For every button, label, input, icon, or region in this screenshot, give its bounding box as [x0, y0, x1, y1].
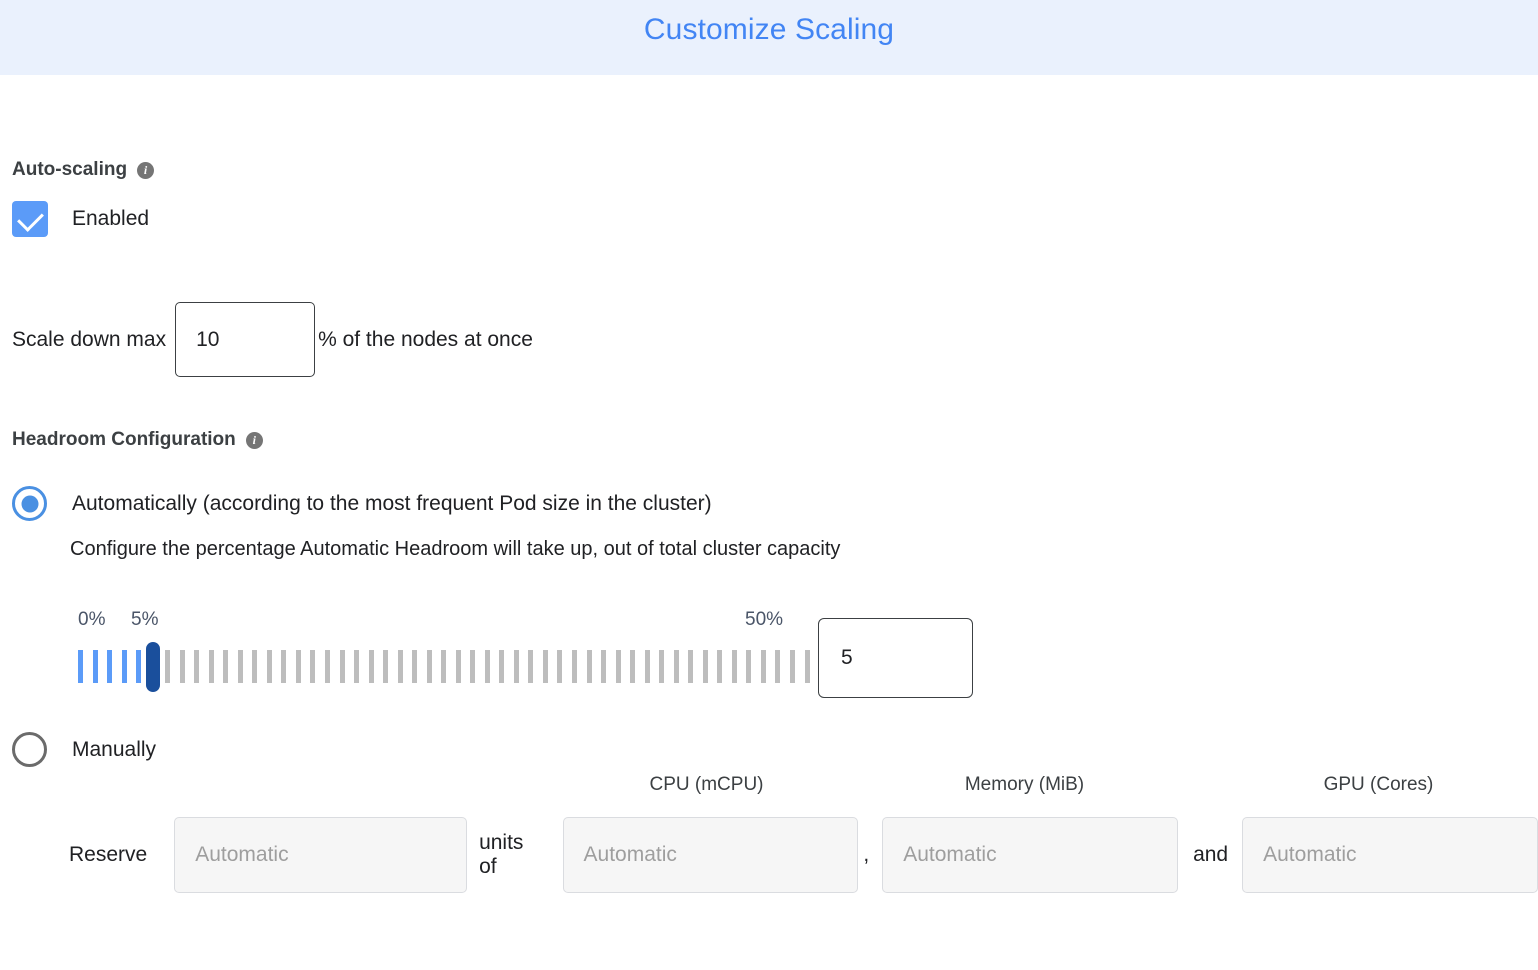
- radio-manually-label: Manually: [72, 737, 157, 761]
- radio-automatically[interactable]: [12, 486, 47, 521]
- checkbox-enabled[interactable]: [12, 201, 48, 237]
- slider-handle[interactable]: [146, 642, 161, 692]
- slider-tick: [383, 650, 389, 683]
- slider-tick: [179, 650, 185, 683]
- units-of-label: units of: [479, 831, 524, 878]
- scale-down-max-input[interactable]: 10: [175, 302, 316, 377]
- slider-tick: [252, 650, 258, 683]
- slider-tick: [92, 650, 98, 683]
- slider-tick: [572, 650, 578, 683]
- slider-tick: [746, 650, 752, 683]
- headroom-slider[interactable]: [78, 642, 810, 692]
- slider-tick: [615, 650, 621, 683]
- auto-scaling-label-text: Auto-scaling: [12, 159, 128, 180]
- and-label: and: [1193, 843, 1229, 866]
- slider-tick: [630, 650, 636, 683]
- slider-tick: [266, 650, 272, 683]
- slider-tick: [717, 650, 723, 683]
- slider-tick: [601, 650, 607, 683]
- slider-tick: [775, 650, 781, 683]
- info-icon[interactable]: i: [137, 161, 155, 179]
- slider-tick: [237, 650, 243, 683]
- slider-min-label: 0%: [78, 609, 106, 630]
- slider-tick: [557, 650, 563, 683]
- slider-tick: [542, 650, 548, 683]
- reserve-units-input[interactable]: Automatic: [174, 817, 468, 893]
- auto-scaling-enabled-row[interactable]: Enabled: [12, 201, 149, 237]
- slider-tick: [470, 650, 476, 683]
- slider-tick: [412, 650, 418, 683]
- radio-manually[interactable]: [12, 732, 47, 767]
- info-icon[interactable]: i: [245, 431, 263, 449]
- radio-option-automatically[interactable]: Automatically (according to the most fre…: [12, 486, 712, 521]
- reserve-cpu-input[interactable]: Automatic: [562, 817, 859, 893]
- reserve-label: Reserve: [69, 843, 148, 866]
- slider-tick: [513, 650, 519, 683]
- slider-tick: [789, 650, 795, 683]
- scale-down-max-row: Scale down max 10 % of the nodes at once: [12, 302, 533, 377]
- slider-value-label: 5%: [131, 609, 159, 630]
- slider-tick: [121, 650, 127, 683]
- headroom-slider-group: 0% 5% 50%: [78, 609, 810, 692]
- slider-tick: [702, 650, 708, 683]
- page-title: Customize Scaling: [643, 12, 895, 46]
- headroom-section-label: Headroom Configuration i: [12, 429, 263, 451]
- memory-field-header: Memory (MiB): [964, 774, 1085, 795]
- slider-tick: [804, 650, 810, 683]
- slider-tick: [194, 650, 200, 683]
- scale-down-max-suffix: % of the nodes at once: [318, 327, 533, 351]
- auto-scaling-section-label: Auto-scaling i: [12, 159, 155, 181]
- slider-tick: [673, 650, 679, 683]
- slider-tick: [223, 650, 229, 683]
- slider-tick: [310, 650, 316, 683]
- slider-tick: [368, 650, 374, 683]
- cpu-field-header: CPU (mCPU): [649, 774, 764, 795]
- slider-tick: [586, 650, 592, 683]
- scale-down-max-label: Scale down max: [12, 327, 167, 351]
- slider-tick: [325, 650, 330, 683]
- slider-max-label: 50%: [745, 609, 784, 630]
- checkbox-enabled-label: Enabled: [72, 207, 150, 230]
- reserve-row: Reserve Automatic units of Automatic , A…: [69, 817, 1538, 893]
- slider-tick: [339, 650, 345, 683]
- radio-option-manually[interactable]: Manually: [12, 732, 156, 767]
- radio-automatically-label: Automatically (according to the most fre…: [72, 491, 712, 515]
- headroom-auto-description: Configure the percentage Automatic Headr…: [70, 538, 841, 560]
- slider-tick: [528, 650, 534, 683]
- reserve-gpu-input[interactable]: Automatic: [1242, 817, 1538, 893]
- slider-tick: [354, 650, 360, 683]
- dialog-header: Customize Scaling: [0, 0, 1538, 75]
- slider-tick: [441, 650, 447, 683]
- reserve-field-headers: CPU (mCPU) Memory (MiB) GPU (Cores): [0, 774, 1538, 800]
- slider-tick: [208, 650, 214, 683]
- slider-tick: [107, 650, 113, 683]
- slider-tick: [397, 650, 403, 683]
- slider-tick: [644, 650, 650, 683]
- headroom-percent-input[interactable]: 5: [818, 618, 973, 698]
- slider-tick: [426, 650, 432, 683]
- slider-tick: [455, 650, 461, 683]
- slider-tick: [165, 650, 171, 683]
- slider-tick: [78, 650, 83, 683]
- slider-tick: [295, 650, 301, 683]
- slider-tick: [731, 650, 737, 683]
- slider-tick: [281, 650, 287, 683]
- comma-separator: ,: [863, 843, 870, 866]
- slider-tick-labels: 0% 5% 50%: [78, 609, 808, 635]
- slider-tick: [484, 650, 490, 683]
- headroom-label-text: Headroom Configuration: [12, 429, 236, 450]
- slider-tick: [136, 650, 142, 683]
- slider-tick: [688, 650, 694, 683]
- slider-tick: [659, 650, 665, 683]
- gpu-field-header: GPU (Cores): [1323, 774, 1434, 795]
- slider-tick: [499, 650, 505, 683]
- slider-tick: [760, 650, 766, 683]
- reserve-memory-input[interactable]: Automatic: [882, 817, 1179, 893]
